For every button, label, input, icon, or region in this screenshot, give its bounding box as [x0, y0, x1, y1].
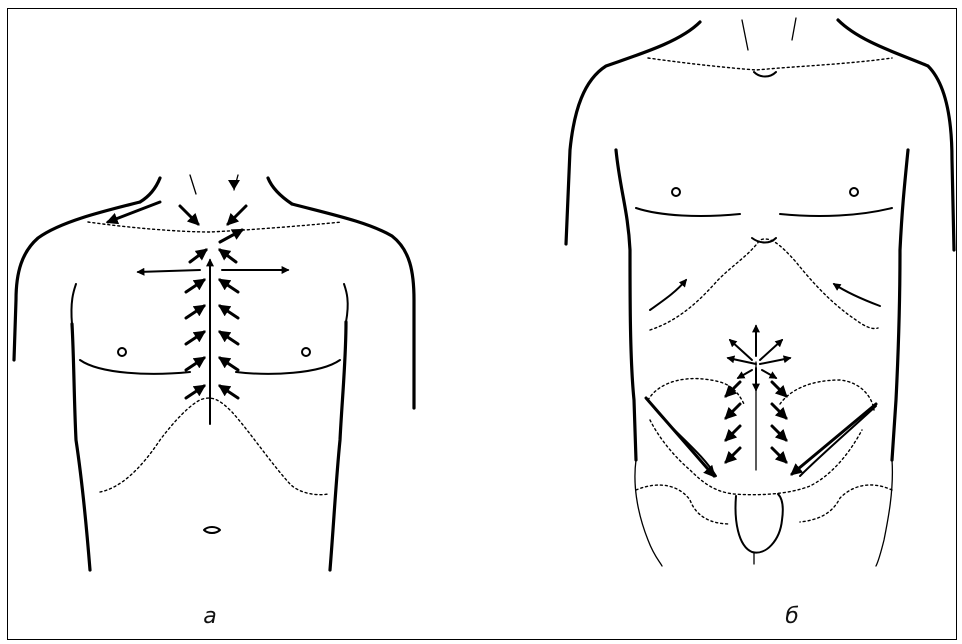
b-right-nipple — [850, 188, 858, 196]
b-costal-margin — [650, 239, 878, 330]
panel-b-torso — [566, 18, 954, 566]
clavicle-line — [88, 222, 342, 232]
right-nipple — [302, 348, 310, 356]
panel-b-arrows — [646, 280, 880, 476]
neck-right-line — [268, 178, 292, 204]
right-shoulder-line — [292, 204, 414, 408]
panel-a-arrows — [108, 180, 288, 424]
navel — [204, 527, 220, 533]
b-right-shoulder — [838, 20, 954, 250]
right-torso-side — [330, 322, 346, 570]
costal-margin — [100, 398, 328, 495]
b-right-iliac — [780, 380, 874, 410]
b-genitals — [736, 494, 783, 553]
panel-b-caption: б — [772, 604, 812, 629]
b-clavicle — [648, 58, 892, 70]
panel-a-torso — [14, 175, 414, 570]
b-left-torso-side — [616, 150, 636, 460]
left-nipple — [118, 348, 126, 356]
panel-a-caption: а — [190, 604, 230, 629]
neck-left-line — [140, 178, 160, 202]
left-shoulder-line — [14, 202, 140, 360]
b-right-inguinal — [800, 406, 876, 476]
b-left-shoulder — [566, 22, 700, 244]
b-left-nipple — [672, 188, 680, 196]
b-right-torso-side — [892, 150, 908, 460]
